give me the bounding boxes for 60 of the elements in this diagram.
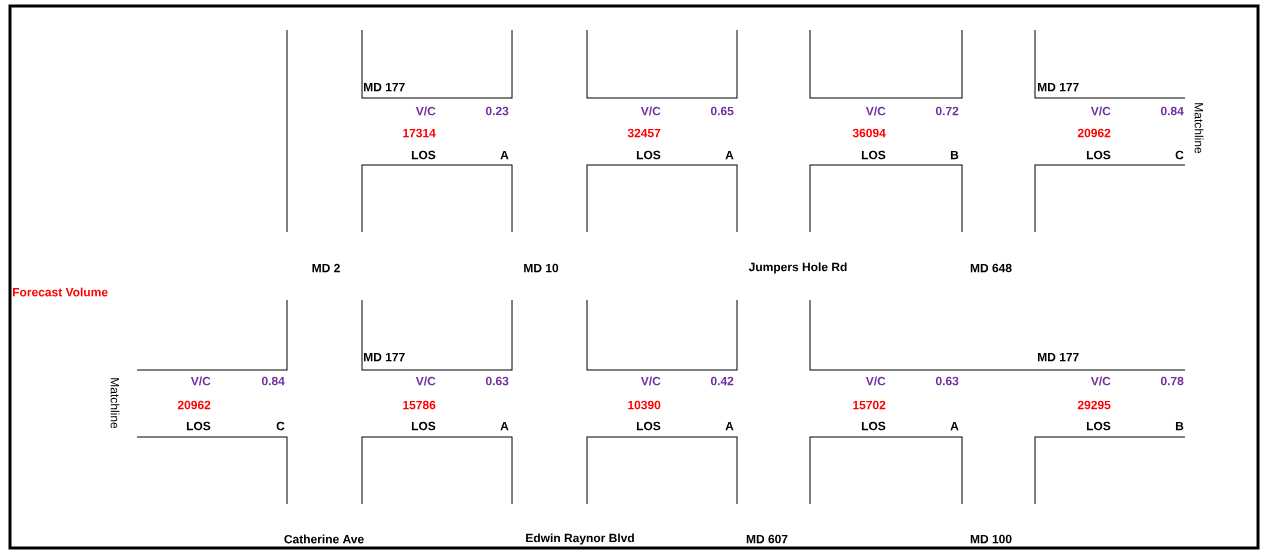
road-name: MD 177	[364, 352, 405, 362]
vc-value: 0.78	[1160, 376, 1184, 386]
road-name: Catherine Ave	[284, 534, 364, 544]
los-grade: C	[276, 421, 285, 431]
vc-label: V/C	[190, 376, 211, 386]
road-name: MD 2	[312, 263, 340, 273]
vc-label: V/C	[1090, 376, 1111, 386]
road-name: MD 100	[970, 534, 1012, 544]
volume-value: 36094	[852, 128, 886, 138]
road-name: MD 177	[1038, 82, 1079, 92]
volume-value: 20962	[1077, 128, 1111, 138]
los-grade: A	[500, 150, 509, 160]
los-label: LOS	[411, 421, 436, 431]
matchline-label: Matchline	[110, 378, 120, 429]
los-label: LOS	[411, 150, 436, 160]
vc-value: 0.72	[935, 106, 959, 116]
road-name: MD 177	[1038, 352, 1079, 362]
los-grade: A	[500, 421, 509, 431]
volume-value: 17314	[403, 128, 436, 138]
vc-value: 0.65	[710, 106, 734, 116]
vc-label: V/C	[640, 376, 661, 386]
vc-label: V/C	[415, 376, 436, 386]
los-label: LOS	[1086, 421, 1111, 431]
los-label: LOS	[636, 421, 661, 431]
los-label: LOS	[1086, 150, 1111, 160]
volume-value: 32457	[627, 128, 661, 138]
vc-value: 0.84	[261, 376, 285, 386]
vc-value: 0.63	[935, 376, 959, 386]
road-name: Jumpers Hole Rd	[748, 262, 847, 274]
matchline-label: Matchline	[1194, 103, 1204, 154]
vc-value: 0.42	[710, 376, 734, 386]
vc-label: V/C	[865, 376, 886, 386]
los-grade: B	[950, 150, 959, 160]
vc-value: 0.23	[485, 106, 509, 116]
volume-value: 29295	[1077, 400, 1111, 410]
los-label: LOS	[186, 421, 211, 431]
los-grade: A	[725, 150, 734, 160]
key-label: Forecast Volume	[13, 287, 108, 297]
volume-value: 20962	[177, 400, 211, 410]
vc-label: V/C	[865, 106, 886, 116]
road-name: MD 177	[364, 82, 405, 92]
vc-label: V/C	[1090, 106, 1111, 116]
vc-value: 0.63	[485, 376, 509, 386]
los-label: LOS	[636, 150, 661, 160]
road-name: Edwin Raynor Blvd	[526, 533, 634, 545]
vc-value: 0.84	[1160, 106, 1184, 116]
los-grade: C	[1175, 150, 1184, 160]
volume-value: 10390	[628, 400, 661, 410]
los-label: LOS	[861, 421, 886, 431]
road-name: MD 648	[970, 263, 1012, 273]
los-grade: A	[950, 421, 959, 431]
vc-label: V/C	[415, 106, 436, 116]
road-name: MD 607	[746, 534, 788, 544]
volume-value: 15786	[403, 400, 436, 410]
road-name: MD 10	[524, 263, 559, 273]
los-grade: A	[725, 421, 734, 431]
los-label: LOS	[861, 150, 886, 160]
volume-value: 15702	[853, 400, 886, 410]
los-grade: B	[1175, 421, 1184, 431]
vc-label: V/C	[640, 106, 661, 116]
